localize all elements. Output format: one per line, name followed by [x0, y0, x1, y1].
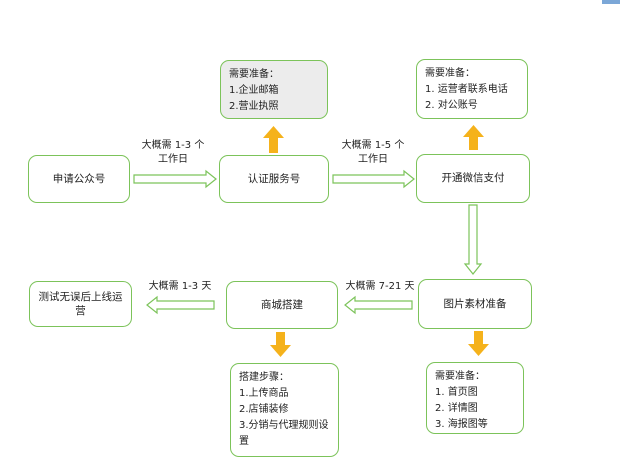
edge-label-apply-to-verify-line1: 大概需 1-3 个 [141, 140, 205, 151]
note-verify: 需要准备： 1.企业邮箱 2.营业执照 [220, 60, 328, 119]
edge-label-materials-to-mall: 大概需 7-21 天 [345, 281, 415, 292]
note-materials-title: 需要准备： [435, 371, 485, 382]
node-verify-account-label: 认证服务号 [247, 172, 301, 185]
node-materials: 图片素材准备 [418, 279, 532, 329]
corner-accent [602, 0, 620, 4]
edge-label-verify-to-pay-line2: 工作日 [358, 153, 388, 165]
note-mall-item: 1.上传商品 [239, 388, 289, 399]
orange-arrow-mall-note [270, 332, 291, 357]
note-pay-item: 2. 对公账号 [425, 100, 478, 111]
note-materials-item: 2. 详情图 [435, 403, 478, 414]
edge-label-apply-to-verify-line2: 工作日 [158, 153, 188, 165]
node-launch-label: 测试无误后上线运营 [38, 290, 123, 317]
note-mall-item: 3.分销与代理规则设置 [239, 420, 329, 447]
arrow-verify-to-pay [332, 169, 415, 189]
note-materials-item: 3. 海报图等 [435, 419, 488, 430]
edge-label-verify-to-pay: 大概需 1-5 个 工作日 [340, 139, 406, 166]
note-pay-item: 1. 运营者联系电话 [425, 84, 508, 95]
note-verify-item: 1.企业邮箱 [229, 85, 279, 96]
node-wechat-pay-label: 开通微信支付 [441, 172, 505, 185]
orange-arrow-pay-note [463, 125, 484, 150]
node-build-mall-label: 商城搭建 [261, 298, 303, 311]
note-materials-item: 1. 首页图 [435, 387, 478, 398]
note-mall-item: 2.店铺装修 [239, 404, 289, 415]
note-pay-title: 需要准备： [425, 68, 475, 79]
orange-arrow-verify-note [263, 126, 284, 153]
node-verify-account: 认证服务号 [219, 155, 329, 203]
node-build-mall: 商城搭建 [226, 281, 338, 329]
orange-arrow-materials-note [468, 331, 489, 356]
edge-label-verify-to-pay-line1: 大概需 1-5 个 [341, 140, 405, 151]
node-apply-account: 申请公众号 [28, 155, 130, 203]
arrow-apply-to-verify [133, 169, 217, 189]
note-mall: 搭建步骤： 1.上传商品 2.店铺装修 3.分销与代理规则设置 [230, 363, 339, 457]
arrow-materials-to-mall [344, 295, 413, 315]
edge-label-apply-to-verify: 大概需 1-3 个 工作日 [140, 139, 206, 166]
note-verify-title: 需要准备： [229, 69, 279, 80]
note-materials: 需要准备： 1. 首页图 2. 详情图 3. 海报图等 [426, 362, 524, 434]
arrow-pay-to-materials [463, 204, 483, 275]
node-wechat-pay: 开通微信支付 [416, 154, 530, 203]
node-launch: 测试无误后上线运营 [29, 281, 132, 327]
note-mall-title: 搭建步骤： [239, 372, 289, 383]
note-verify-item: 2.营业执照 [229, 101, 279, 112]
arrow-mall-to-launch [146, 295, 215, 315]
edge-label-mall-to-launch: 大概需 1-3 天 [148, 281, 212, 292]
node-materials-label: 图片素材准备 [443, 297, 507, 310]
node-apply-account-label: 申请公众号 [52, 172, 106, 185]
note-pay: 需要准备： 1. 运营者联系电话 2. 对公账号 [416, 59, 528, 119]
